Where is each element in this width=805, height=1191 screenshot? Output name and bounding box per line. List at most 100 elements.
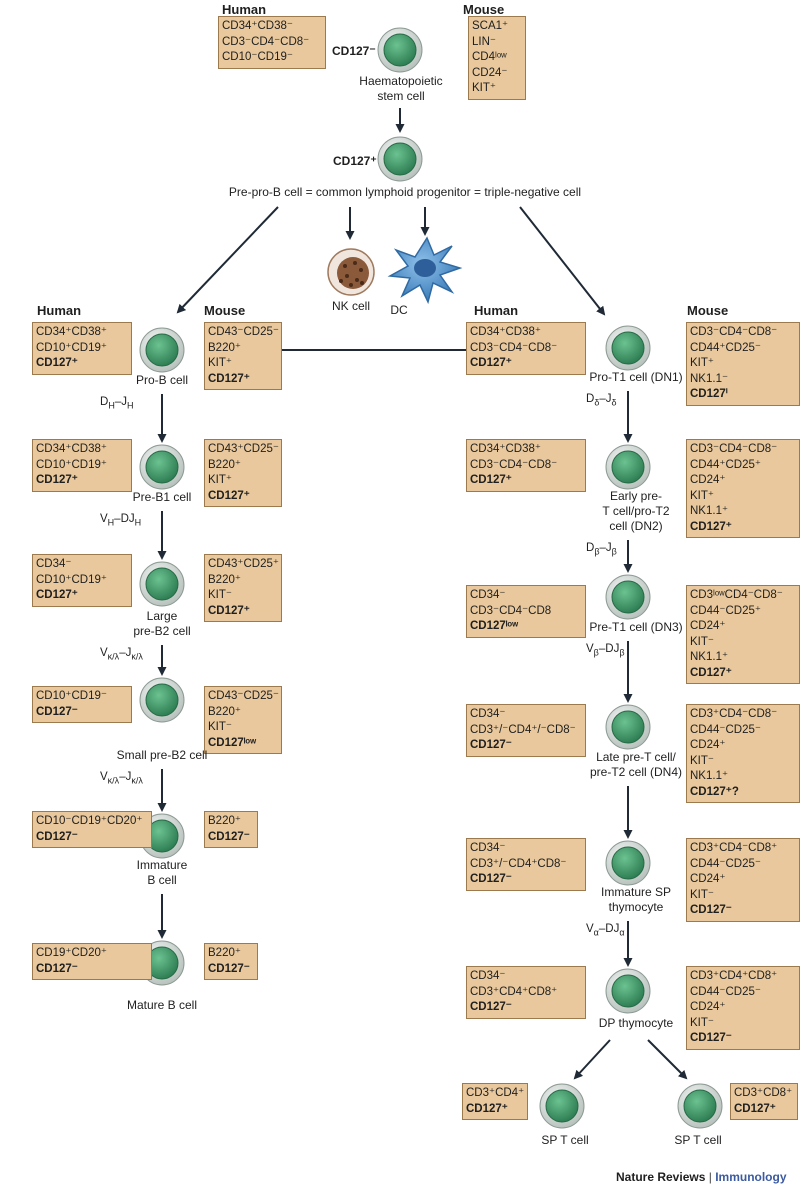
marker-line: CD43⁻CD25⁻ [208,326,279,338]
t-mouse-marker-box-0: CD3⁻CD4⁻CD8⁻CD44⁺CD25⁻KIT⁺NK1.1⁻CD127ⁱ [686,322,800,406]
journal-section: Immunology [715,1170,787,1184]
t-cell-2 [605,574,651,620]
b-cell-3 [139,677,185,723]
b-step-label-0: DH–JH [100,396,134,411]
marker-line: B220⁺ [208,947,241,959]
t-stage-label-2: Pre-T1 cell (DN3) [566,620,706,635]
b-stage-label-3: Small pre-B2 cell [92,748,232,763]
marker-line: CD24⁺ [690,474,726,486]
marker-line: CD127⁻ [208,962,250,975]
b-human-marker-box-5: CD19⁺CD20⁺CD127⁻ [32,943,152,980]
hsc-cd127-marker: CD127⁻ [332,44,376,58]
marker-line: CD44⁺CD25⁺ [690,458,761,471]
marker-line: CD3⁺/⁻CD4⁺CD8⁻ [470,857,567,870]
marker-line: CD127⁺ [690,520,732,533]
marker-line: CD43⁻CD25⁻ [208,690,279,702]
marker-line: CD127⁺ [36,474,78,486]
sp-cd8-cell [677,1083,723,1129]
marker-line: KIT⁻ [208,721,232,733]
marker-line: KIT⁺ [690,357,714,369]
b-cell-0 [139,327,185,373]
b-cell-2 [139,561,185,607]
b-stage-label-1: Pre-B1 cell [92,490,232,505]
marker-line: CD127⁻ [470,873,512,885]
t-step-label-1: Dβ–Jβ [586,542,617,557]
hsc-human-marker-box: CD34⁺CD38⁻CD3⁻CD4⁻CD8⁻CD10⁻CD19⁻ [218,16,326,69]
marker-line: CD127⁺ [208,489,250,502]
b-mouse-marker-box-1: CD43⁺CD25⁻B220⁺KIT⁺CD127⁺ [204,439,282,507]
label-line: thymocyte [608,900,664,914]
arrow-clp-to-pro-b [176,206,279,314]
journal-name: Nature Reviews [616,1170,706,1184]
t-step-label-0: Dδ–Jδ [586,393,617,408]
marker-line: NK1.1⁺ [690,651,729,663]
b-step-label-3: Vκ/λ–Jκ/λ [100,771,143,786]
marker-line: NK1.1⁺ [690,770,729,782]
left-mouse-header: Mouse [204,303,246,318]
marker-line: CD127⁺ [470,357,512,369]
marker-line: LIN⁻ [472,35,496,48]
b-mouse-marker-box-2: CD43⁺CD25⁺B220⁺KIT⁻CD127⁺ [204,554,282,622]
dendritic-cell-icon [387,236,463,305]
marker-line: CD127⁺ [36,357,78,369]
label-line: Pro-B cell [135,373,188,387]
marker-line: KIT⁻ [208,589,232,601]
marker-line: CD3⁻CD4⁻CD8⁻ [470,458,558,471]
b-human-marker-box-2: CD34⁻CD10⁺CD19⁺CD127⁺ [32,554,132,607]
marker-line: CD127⁻ [470,739,512,751]
marker-line: KIT⁺ [472,82,496,94]
marker-line: CD127⁺ [208,372,250,385]
marker-line: CD127ˡᵒʷ [470,620,519,632]
t-human-marker-box-3: CD34⁻CD3⁺/⁻CD4⁺/⁻CD8⁻CD127⁻ [466,704,586,757]
journal-credit: Nature Reviews | Immunology [616,1170,787,1184]
marker-line: CD10⁻CD19⁻ [222,51,293,63]
marker-line: NK1.1⁻ [690,372,729,385]
marker-line: B220⁺ [208,573,241,586]
label-line: Small pre-B2 cell [116,748,208,762]
b-stage-label-0: Pro-B cell [92,373,232,388]
marker-line: CD3⁻CD4⁻CD8⁻ [470,341,558,354]
marker-line: CD10⁻CD19⁺CD20⁺ [36,815,143,827]
marker-line: CD44⁻CD25⁺ [690,604,761,617]
marker-line: SCA1⁺ [472,20,509,32]
marker-line: CD127ⁱ [690,388,728,400]
t-cell-1 [605,444,651,490]
marker-line: CD3⁻CD4⁻CD8⁻ [690,443,778,455]
marker-line: CD10⁺CD19⁺ [36,573,107,586]
credit-separator: | [708,1170,712,1184]
marker-line: CD127⁺ [36,589,78,601]
nk-cell-label: NK cell [331,299,370,313]
b-human-marker-box-3: CD10⁺CD19⁻CD127⁻ [32,686,132,723]
marker-line: KIT⁺ [690,489,714,502]
arrow-dp-to-sp-cd4 [573,1039,611,1080]
marker-line: CD44⁻CD25⁻ [690,723,761,736]
marker-line: CD4ˡᵒʷ [472,51,507,63]
label-line: B cell [147,873,177,887]
b-stage-label-5: Mature B cell [92,998,232,1013]
marker-line: CD19⁺CD20⁺ [36,947,107,959]
t-mouse-marker-box-2: CD3ˡᵒʷCD4⁻CD8⁻CD44⁻CD25⁺CD24⁺KIT⁻NK1.1⁺C… [686,585,800,684]
marker-line: KIT⁺ [208,357,232,369]
dc-label: DC [390,303,408,317]
right-mouse-header: Mouse [687,303,729,318]
marker-line: CD34⁻ [470,970,506,982]
marker-line: KIT⁻ [690,635,714,648]
marker-line: CD127⁻ [470,1001,512,1013]
b-step-label-1: VH–DJH [100,513,142,528]
marker-line: CD24⁺ [690,739,726,751]
marker-line: CD127⁻ [690,1032,732,1044]
marker-line: CD44⁻CD25⁻ [690,985,761,998]
marker-line: CD3⁺CD4⁻CD8⁻ [690,708,778,720]
marker-line: CD3⁺CD4⁺ [466,1087,525,1099]
b-mouse-marker-box-4: B220⁺CD127⁻ [204,811,258,848]
t-human-marker-box-4: CD34⁻ CD3⁺/⁻CD4⁺CD8⁻ CD127⁻ [466,838,586,891]
marker-line: CD34⁻ [470,842,506,854]
label-line: stem cell [377,89,425,103]
label-line: cell (DN2) [609,519,663,533]
